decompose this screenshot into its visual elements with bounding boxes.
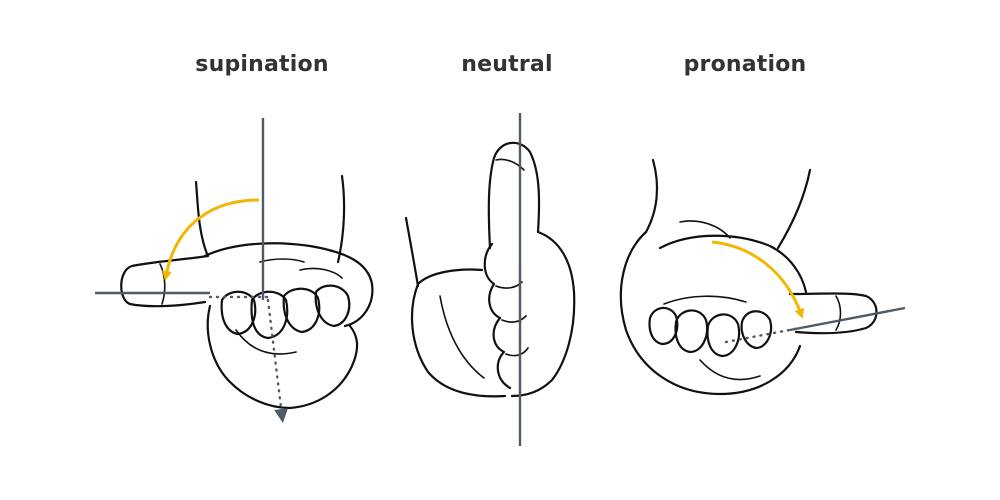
- label-neutral: neutral: [461, 52, 553, 77]
- rotated-vertical-axis: [266, 298, 289, 423]
- supination-figure: [95, 118, 374, 423]
- horizontal-axis: [789, 306, 906, 332]
- label-pronation: pronation: [683, 52, 807, 77]
- rotation-arrow: [161, 198, 260, 281]
- hand-palm-up-icon: [120, 174, 374, 410]
- neutral-figure: [404, 113, 576, 446]
- hand-palm-down-icon: [619, 158, 878, 396]
- rotated-horizontal-axis: [724, 326, 802, 344]
- pronation-figure: [619, 158, 906, 396]
- label-supination: supination: [195, 52, 329, 77]
- rotation-arrow: [711, 240, 805, 319]
- hand-thumb-up-icon: [404, 141, 576, 398]
